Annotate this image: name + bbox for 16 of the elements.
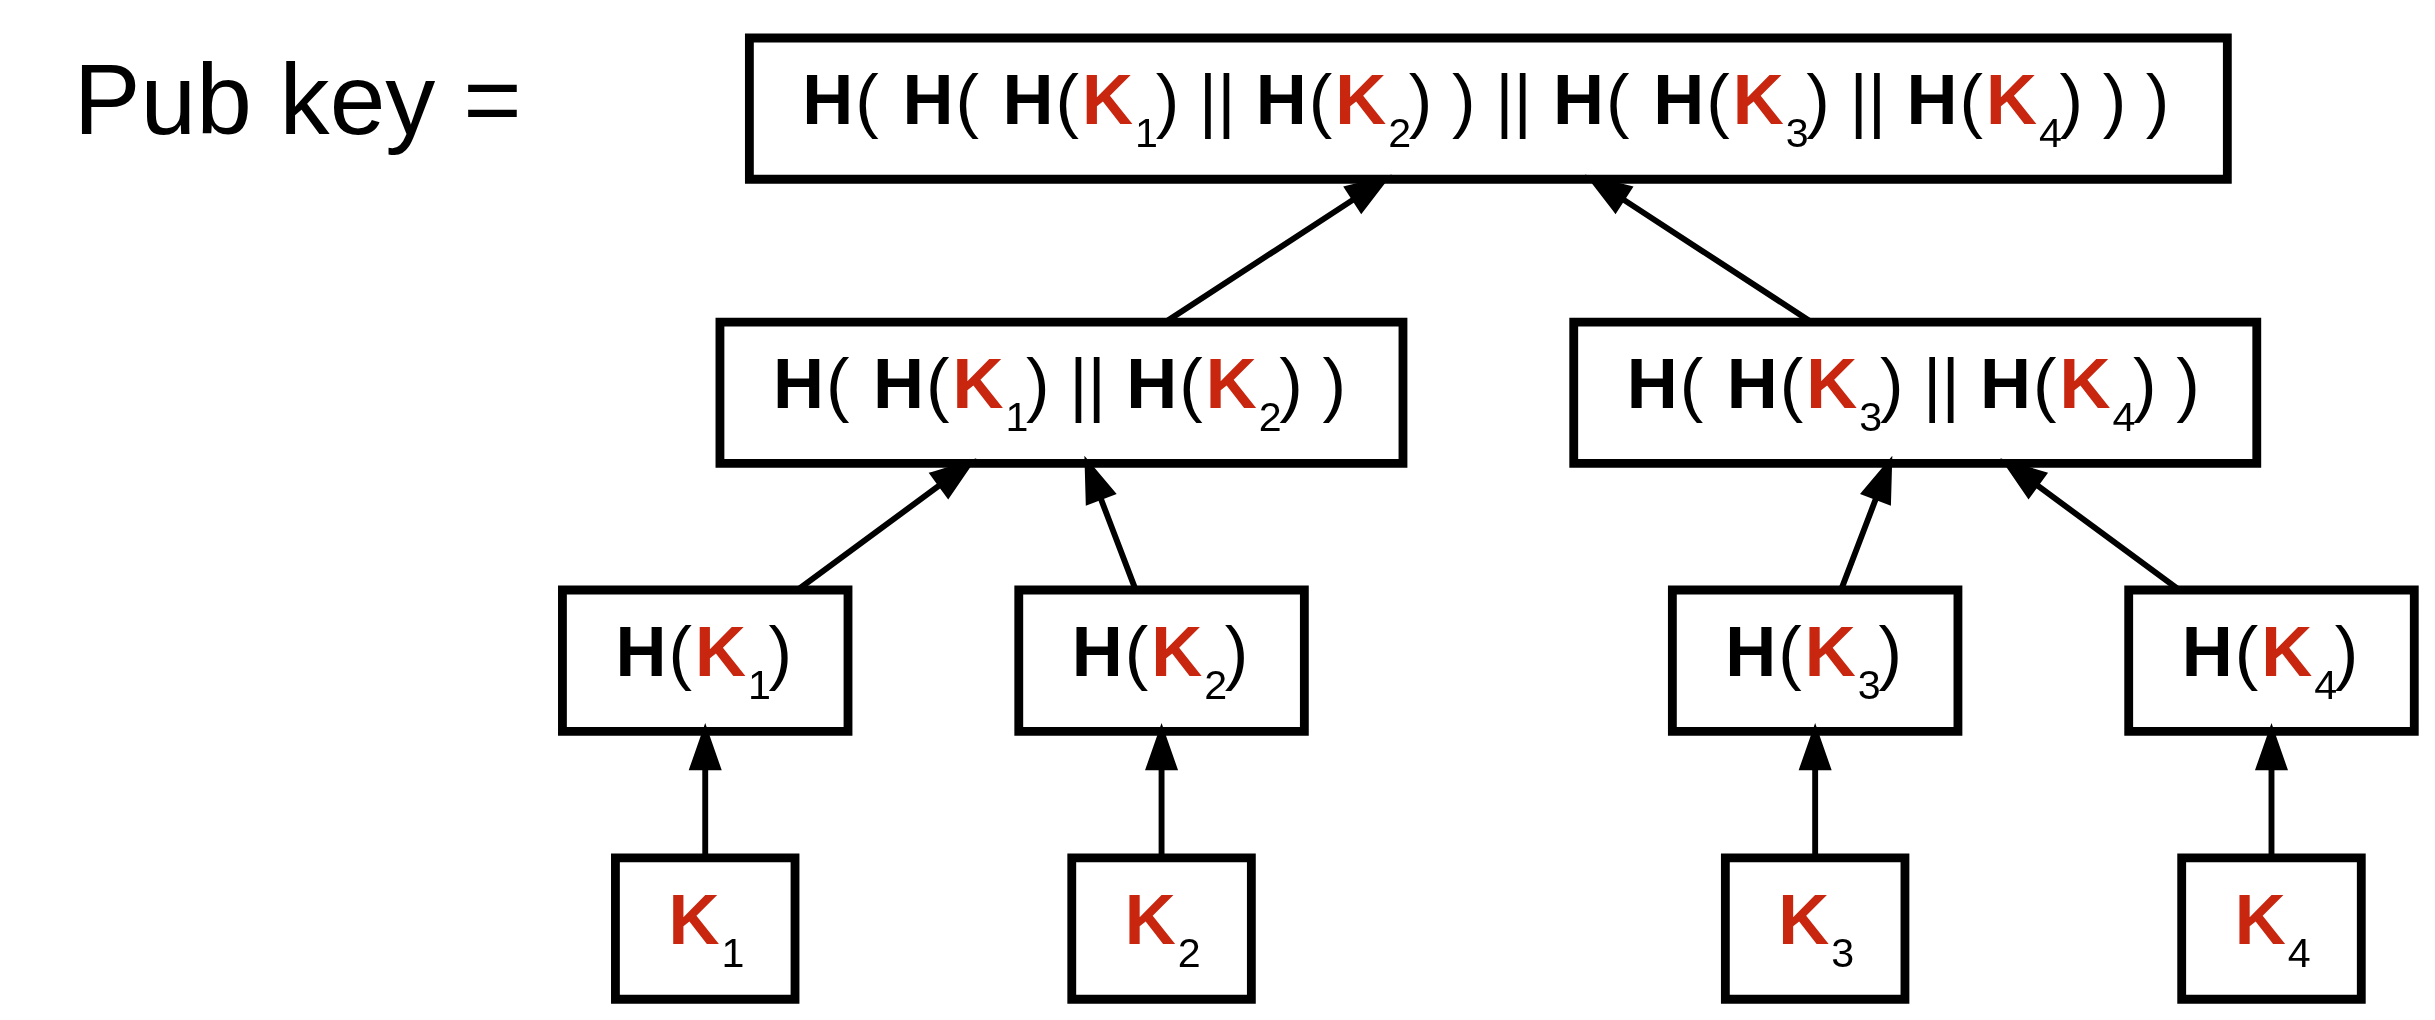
arrow [688,722,722,857]
arrow [2254,722,2288,857]
node-box: H(K$_{3}$) [1667,585,1963,736]
arrow [1145,722,1179,857]
node-label: Pub key = [73,42,522,155]
node-box: H( H( H(K$_{1}$) || H(K$_{2}$) ) || H( H(K$_{3}$) || H(K$_{4}$) ) ) [744,33,2232,184]
node-box: K$_{1}$ [611,853,800,1004]
node-box: H(K$_{1}$) [558,585,853,736]
node-box: K$_{4}$ [2177,853,2366,1004]
node-box: K$_{3}$ [1720,853,1910,1004]
arrow [1798,722,1832,857]
node-box: H( H(K$_{3}$) || H(K$_{4}$) ) [1569,317,2262,468]
node-box: H(K$_{2}$) [1014,585,1309,736]
node-box: H( H(K$_{1}$) || H(K$_{2}$) ) [715,317,1408,468]
node-box: H(K$_{4}$) [2124,585,2419,736]
node-box: K$_{2}$ [1067,853,1256,1004]
